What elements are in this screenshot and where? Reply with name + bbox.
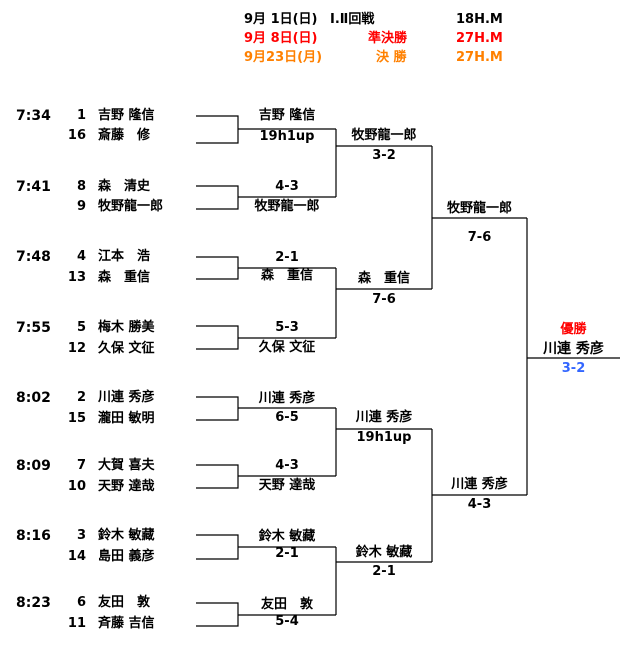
r2-result-lower: 19h1up	[356, 430, 412, 445]
player-name: 鈴木 敏藏	[98, 528, 155, 543]
player-seed: 3	[76, 528, 86, 543]
player-name: 江本 浩	[98, 249, 151, 264]
player-name: 瀧田 敏明	[98, 411, 155, 426]
r1-result-lower: 19h1up	[259, 129, 315, 144]
r2-result-upper: 牧野龍一郎	[351, 128, 417, 143]
r2-bracket-2	[335, 268, 432, 338]
r1-result-lower: 牧野龍一郎	[254, 199, 320, 214]
semi-bracket-1	[431, 146, 527, 289]
r2-bracket-1	[335, 129, 432, 197]
player-name: 森 重信	[98, 270, 151, 285]
r2-result-lower: 7-6	[372, 292, 396, 307]
player-seed: 11	[67, 616, 86, 631]
match-time: 8:02	[16, 390, 51, 406]
player-name: 斉藤 吉信	[98, 616, 155, 631]
r1-result-upper: 4-3	[275, 458, 299, 473]
player-name: 天野 達哉	[98, 479, 155, 494]
player-name: 久保 文征	[98, 341, 155, 356]
player-seed: 1	[76, 108, 86, 123]
header-row-2: 9月 8日(日) 準決勝 27H.M	[244, 31, 503, 47]
player-name: 島田 義彦	[98, 549, 155, 564]
player-seed: 9	[76, 199, 86, 214]
player-seed: 2	[76, 390, 86, 405]
r2-result-lower: 2-1	[372, 564, 396, 579]
match-time: 7:55	[16, 320, 51, 336]
r1-result-lower: 5-4	[275, 614, 299, 629]
player-seed: 4	[76, 249, 86, 264]
header-round-1: Ⅰ.Ⅱ回戦	[330, 12, 375, 27]
match-time: 7:48	[16, 249, 51, 265]
match-time: 8:16	[16, 528, 51, 544]
r2-result-upper: 川連 秀彦	[355, 410, 413, 425]
r1-result-upper: 4-3	[275, 179, 299, 194]
r1-bracket-5	[196, 396, 336, 421]
r1-result-upper: 友田 敦	[260, 597, 313, 612]
player-name: 大賀 喜夫	[98, 458, 155, 473]
player-seed: 16	[67, 128, 86, 143]
r1-result-lower: 久保 文征	[258, 340, 316, 355]
r1-result-lower: 天野 達哉	[258, 478, 316, 493]
player-seed: 12	[67, 341, 86, 356]
r1-bracket-8	[196, 602, 336, 627]
player-name: 川連 秀彦	[98, 390, 155, 405]
player-name: 森 清史	[98, 179, 151, 194]
r1-result-upper: 吉野 隆信	[258, 108, 316, 123]
r1-bracket-7	[196, 534, 336, 560]
semi-result-upper: 牧野龍一郎	[446, 201, 512, 216]
match-time: 7:41	[16, 179, 51, 195]
r1-result-upper: 鈴木 敏藏	[258, 529, 316, 544]
match-time: 7:34	[16, 108, 51, 124]
match-time: 8:09	[16, 458, 51, 474]
semi-result-upper: 川連 秀彦	[451, 477, 508, 492]
header-date-3: 9月23日(月)	[244, 50, 323, 65]
header-round-2: 準決勝	[368, 31, 408, 46]
player-seed: 14	[67, 549, 86, 564]
header-date-2: 9月 8日(日)	[244, 31, 318, 46]
champion-label: 優勝	[560, 322, 587, 337]
semi-bracket-2	[431, 429, 527, 562]
r1-result-lower: 森 重信	[260, 268, 313, 283]
r1-bracket-1	[196, 115, 336, 144]
player-name: 吉野 隆信	[98, 108, 155, 123]
semi-result-lower: 4-3	[467, 497, 492, 512]
player-seed: 5	[76, 320, 86, 335]
r1-bracket-2	[196, 185, 336, 210]
header-hm-3: 27H.M	[456, 50, 503, 65]
player-seed: 6	[76, 595, 86, 610]
player-name: 牧野龍一郎	[98, 199, 164, 214]
player-seed: 8	[76, 179, 86, 194]
semi-result-lower: 7-6	[467, 230, 492, 245]
r1-result-lower: 6-5	[275, 410, 299, 425]
r2-bracket-4	[335, 547, 432, 615]
r1-bracket-4	[196, 325, 336, 350]
r1-result-lower: 2-1	[275, 546, 299, 561]
header-row-3: 9月23日(月) 決 勝 27H.M	[244, 50, 503, 66]
player-seed: 13	[67, 270, 86, 285]
r2-result-upper: 森 重信	[357, 271, 410, 286]
r1-bracket-3	[196, 256, 336, 280]
final-bracket	[526, 218, 620, 495]
header-row-1: 9月 1日(日) Ⅰ.Ⅱ回戦 18H.M	[244, 12, 503, 28]
r1-result-upper: 2-1	[275, 250, 299, 265]
match-time: 8:23	[16, 595, 51, 611]
header-date-1: 9月 1日(日)	[244, 12, 318, 27]
r1-result-upper: 5-3	[275, 320, 299, 335]
header-round-3: 決 勝	[376, 50, 407, 65]
header-hm-1: 18H.M	[456, 12, 503, 27]
r2-result-upper: 鈴木 敏藏	[355, 545, 413, 560]
player-name: 斎藤 修	[98, 128, 151, 143]
r1-result-upper: 川連 秀彦	[258, 391, 316, 406]
final-score: 3-2	[561, 361, 586, 376]
header-hm-2: 27H.M	[456, 31, 503, 46]
player-seed: 15	[67, 411, 86, 426]
player-name: 梅木 勝美	[98, 320, 155, 335]
r2-result-lower: 3-2	[372, 148, 396, 163]
player-name: 友田 敦	[98, 595, 151, 610]
champion-name: 川連 秀彦	[543, 341, 604, 357]
r1-bracket-6	[196, 464, 336, 489]
r2-bracket-3	[335, 408, 432, 476]
player-seed: 10	[67, 479, 86, 494]
player-seed: 7	[76, 458, 86, 473]
